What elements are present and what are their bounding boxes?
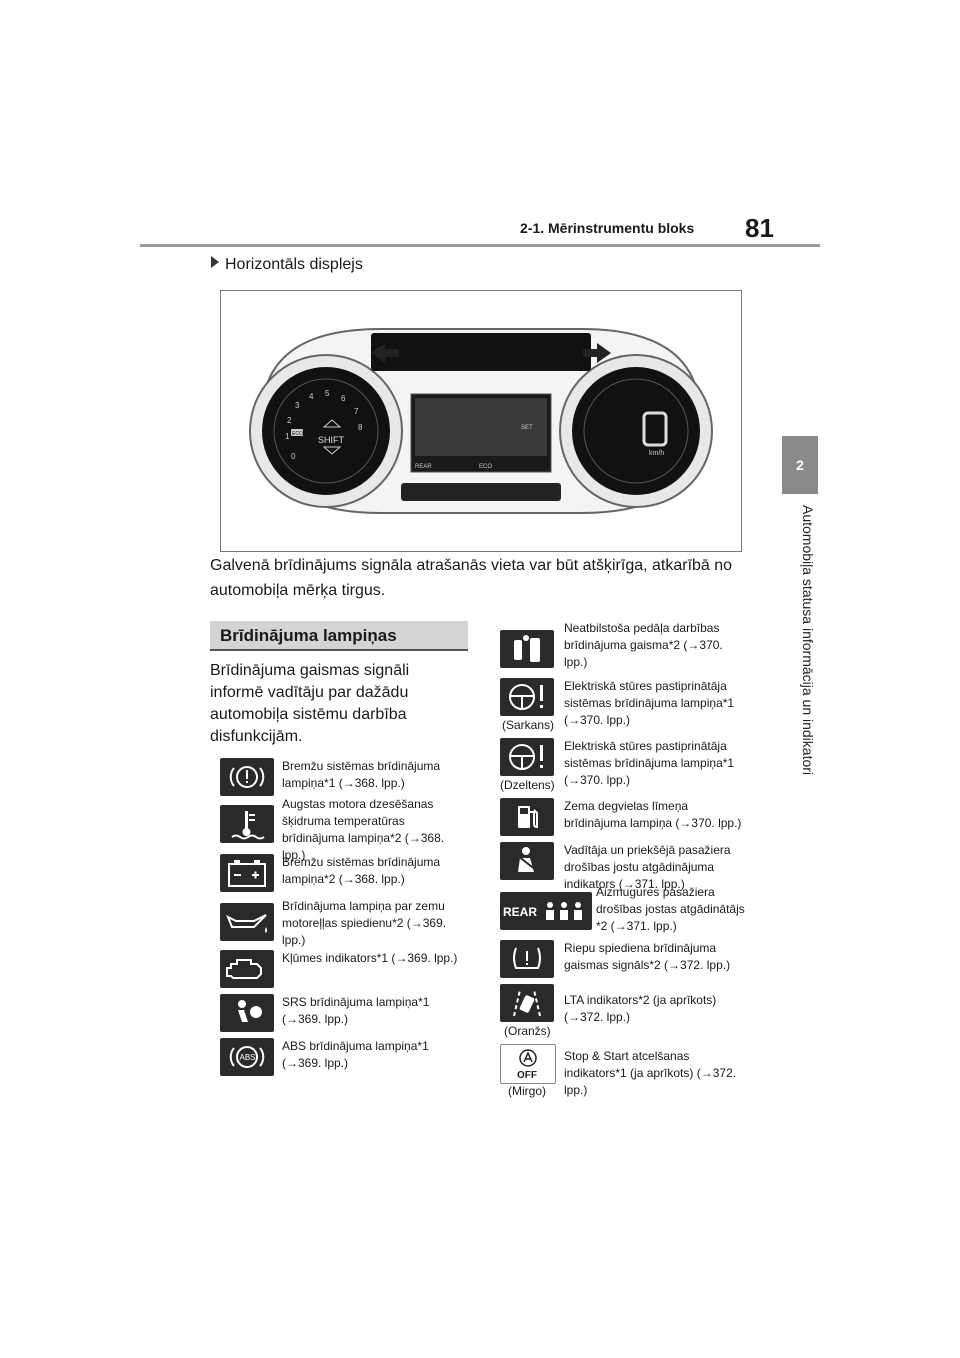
tach-tick: 4	[309, 392, 314, 401]
warning-item-text: LTA indikators*2 (ja aprīkots) (→372. lp…	[564, 993, 717, 1024]
seatbelt-reminder-icon	[500, 842, 554, 880]
warning-item-text: ABS brīdinājuma lampiņa*1 (→369. lpp.)	[282, 1039, 429, 1070]
eco-badge: ECO	[292, 431, 303, 437]
tach-tick: 1	[285, 432, 290, 441]
status-label: (Mirgo)	[508, 1084, 546, 1098]
warning-lamps-heading: Brīdinājuma lampiņas	[210, 621, 468, 651]
warning-item-text: Neatbilstoša pedāļa darbības brīdinājuma…	[564, 621, 723, 669]
warning-item-text: SRS brīdinājuma lampiņa*1 (→369. lpp.)	[282, 995, 430, 1026]
color-label: (Dzeltens)	[500, 778, 555, 792]
triangle-bullet-icon	[211, 256, 219, 268]
warning-item-text: Elektriskā stūres pastiprinātāja sistēma…	[564, 679, 735, 727]
tach-tick: 5	[325, 389, 330, 398]
tire-pressure-icon	[500, 940, 554, 978]
dashboard-figure: 0 1 2 3 4 5 6 7 8 ECO SHIFT REAR ECO SET…	[220, 290, 742, 552]
warning-item-text: Elektriskā stūres pastiprinātāja sistēma…	[564, 739, 735, 787]
eco-label: ECO	[479, 464, 492, 470]
warning-item-text: Zema degvielas līmeņa brīdinājuma lampiņ…	[564, 799, 742, 830]
warning-item-text: Aizmugures pasažiera drošības jostas atg…	[596, 885, 745, 933]
warning-item-text: Augstas motora dzesēšanas šķidruma tempe…	[282, 797, 445, 862]
tach-tick: 3	[295, 401, 300, 410]
warning-item-text: Bremžu sistēmas brīdinājuma lampiņa*1 (→…	[282, 759, 441, 790]
instrument-cluster-illustration: 0 1 2 3 4 5 6 7 8 ECO SHIFT REAR ECO SET…	[249, 328, 713, 514]
warning-item-text: Stop & Start atcelšanas indikators*1 (ja…	[564, 1049, 737, 1097]
header-rule	[140, 244, 820, 247]
color-label: (Oranžs)	[504, 1024, 551, 1038]
coolant-temp-icon	[220, 805, 274, 843]
warning-item-text: Vadītāja un priekšējā pasažiera drošības…	[564, 843, 731, 891]
abs-icon: ABS	[220, 1038, 274, 1076]
svg-text:REAR: REAR	[503, 905, 537, 919]
tach-tick: 0	[291, 452, 296, 461]
pedal-misoperation-icon	[500, 630, 554, 668]
warning-item-text: Riepu spiediena brīdinājuma gaismas sign…	[564, 941, 731, 972]
rear-label: REAR	[415, 464, 432, 470]
battery-icon	[220, 854, 274, 892]
oil-pressure-icon	[220, 903, 274, 941]
rear-seatbelt-icon: REAR	[500, 892, 592, 930]
tach-tick: 6	[341, 394, 346, 403]
shift-indicator: SHIFT	[318, 435, 345, 445]
subheading: Horizontāls displejs	[211, 256, 363, 274]
color-label: (Sarkans)	[502, 718, 555, 732]
warning-item-text: Kļūmes indikators*1 (→369. lpp.)	[282, 951, 458, 965]
tach-tick: 2	[287, 416, 292, 425]
lta-icon	[500, 984, 554, 1022]
fuel-level-icon	[500, 798, 554, 836]
warning-item-text: Bremžu sistēmas brīdinājuma lampiņa*2 (→…	[282, 855, 441, 886]
check-engine-icon	[220, 950, 274, 988]
figure-caption: Galvenā brīdinājums signāla atrašanās vi…	[210, 557, 733, 599]
svg-text:OFF: OFF	[517, 1070, 537, 1081]
speed-unit: km/h	[649, 450, 664, 457]
warning-lamps-intro: Brīdinājuma gaismas signāli informē vadī…	[210, 662, 410, 745]
subheading-text: Horizontāls displejs	[225, 256, 363, 273]
section-title: 2-1. Mērinstrumentu bloks	[520, 220, 695, 236]
steering-warning-icon	[500, 738, 554, 776]
warning-item-text: Brīdinājuma lampiņa par zemu motoreļļas …	[282, 899, 447, 947]
tach-tick: 8	[358, 423, 363, 432]
tach-tick: 7	[354, 407, 359, 416]
brake-warning-icon	[220, 758, 274, 796]
stop-start-off-icon: OFF	[500, 1044, 556, 1084]
set-label: SET	[521, 425, 533, 431]
srs-airbag-icon	[220, 994, 274, 1032]
chapter-title: Automobiļa statusa informācija un indika…	[800, 505, 816, 776]
chapter-tab: 2	[782, 436, 818, 494]
svg-text:ABS: ABS	[240, 1053, 256, 1062]
steering-warning-icon	[500, 678, 554, 716]
page-number: 81	[745, 213, 774, 243]
